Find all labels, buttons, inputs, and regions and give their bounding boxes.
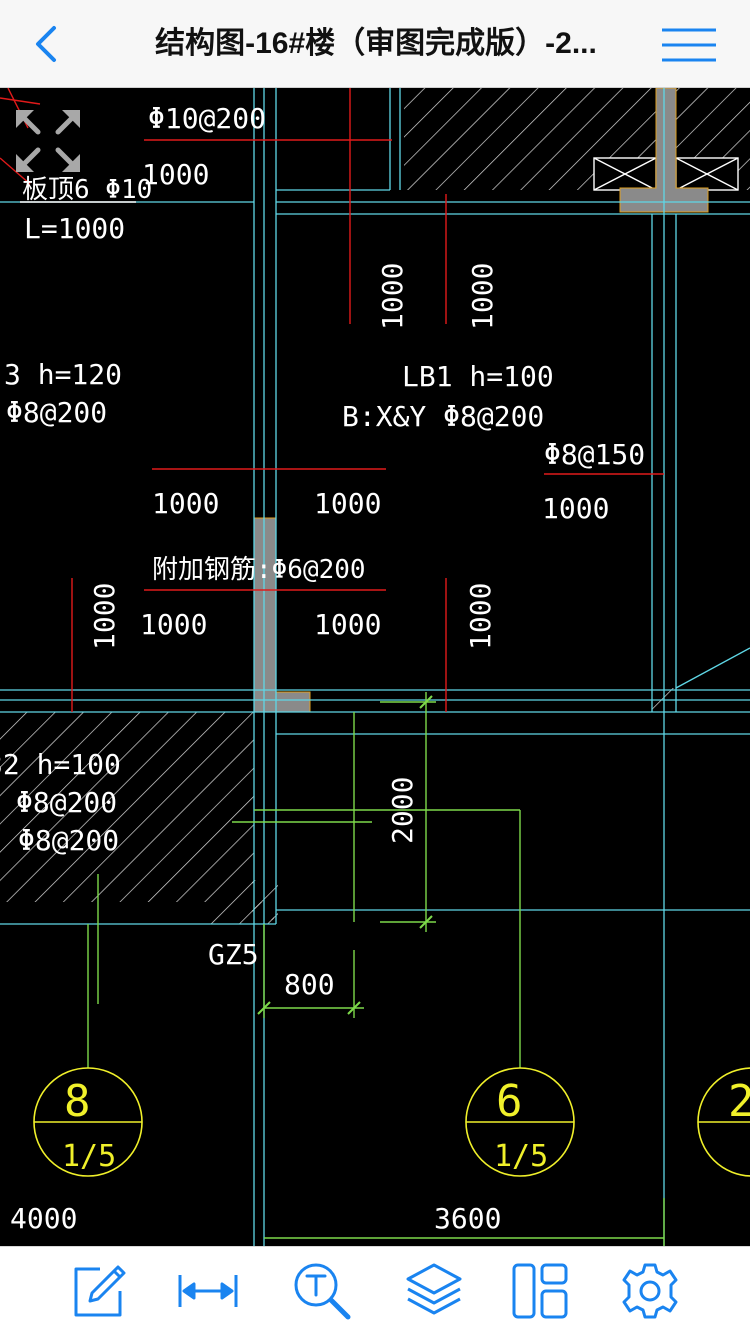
label-slab-lb1-rebar: B:X&Y Φ8@200	[342, 400, 544, 433]
axis-label-2: 2	[728, 1076, 750, 1127]
label-slab-b2-h: 32 h=100	[0, 748, 121, 781]
label-board-top: 板顶6 Φ10	[22, 175, 152, 205]
label-right-len: 1000	[542, 492, 609, 525]
edit-icon	[74, 1265, 126, 1317]
cad-drawing[interactable]: Φ10@200 1000 板顶6 Φ10 L=1000 1000 1000 3 …	[0, 88, 750, 1246]
expand-arrows-icon	[16, 110, 80, 172]
label-low-len-2: 1000	[314, 608, 381, 641]
hatch-small-2	[210, 902, 274, 924]
label-vlen-2: 1000	[466, 263, 499, 330]
edit-button[interactable]	[68, 1261, 128, 1321]
measure-button[interactable]	[178, 1261, 238, 1321]
axis-bubble-2	[697, 1067, 750, 1177]
page-title: 结构图-16#楼（审图完成版）-2...	[155, 27, 597, 60]
label-mid-len-2: 1000	[314, 487, 381, 520]
label-slab-left-h: 3 h=120	[4, 358, 122, 391]
label-dim-800: 800	[284, 968, 335, 1001]
hamburger-menu-icon	[662, 28, 716, 62]
settings-button[interactable]	[620, 1261, 680, 1321]
dimension-lines	[87, 692, 665, 1246]
label-vlen-4: 1000	[464, 583, 497, 650]
label-dim-2000: 2000	[386, 777, 419, 844]
layers-button[interactable]	[404, 1261, 464, 1321]
wall-lines	[0, 88, 750, 1246]
text-search-button[interactable]	[292, 1261, 352, 1321]
label-top-len: 1000	[142, 158, 209, 191]
fullscreen-button[interactable]	[14, 108, 82, 174]
label-dim-3600: 3600	[434, 1202, 501, 1235]
nav-bar: 结构图-16#楼（审图完成版）-2...	[0, 0, 750, 88]
label-extra-rebar: 附加钢筋:Φ6@200	[152, 555, 366, 585]
label-vlen-3: 1000	[88, 583, 121, 650]
axis-sublabel-6: 1/5	[494, 1139, 548, 1174]
menu-button[interactable]	[658, 22, 720, 68]
chevron-left-icon	[36, 26, 56, 62]
label-vlen-1: 1000	[376, 263, 409, 330]
settings-gear-icon	[622, 1263, 678, 1319]
layout-button[interactable]	[510, 1261, 570, 1321]
label-board-len: L=1000	[24, 212, 125, 245]
label-slab-lb1-h: LB1 h=100	[402, 360, 554, 393]
axis-label-8: 8	[64, 1076, 91, 1127]
layout-icon	[512, 1263, 568, 1319]
label-gz5: GZ5	[208, 938, 259, 971]
label-top-rebar: Φ10@200	[148, 102, 266, 135]
axis-bubble-6	[465, 1067, 575, 1177]
rebar-lines	[0, 88, 664, 712]
hatch-bottom-left	[0, 712, 254, 902]
layers-icon	[406, 1263, 462, 1315]
measure-icon	[178, 1275, 238, 1307]
axis-sublabel-8: 1/5	[62, 1139, 116, 1174]
label-low-len-1: 1000	[140, 608, 207, 641]
axis-bubble-8	[33, 1067, 143, 1177]
label-dim-4000: 4000	[10, 1202, 77, 1235]
label-mid-len-1: 1000	[152, 487, 219, 520]
column-mid	[253, 517, 311, 713]
label-slab-b2-rebar-1: Φ8@200	[16, 786, 117, 819]
cross-box-left	[593, 157, 657, 191]
bottom-toolbar	[0, 1246, 750, 1334]
axis-label-6: 6	[496, 1076, 523, 1127]
label-right-rebar: Φ8@150	[544, 438, 645, 471]
drawing-canvas[interactable]: Φ10@200 1000 板顶6 Φ10 L=1000 1000 1000 3 …	[0, 88, 750, 1246]
back-button[interactable]	[22, 18, 74, 70]
cross-box-right	[675, 157, 739, 191]
label-slab-b2-rebar-2: Φ8@200	[18, 824, 119, 857]
label-slab-left-rebar: Φ8@200	[6, 396, 107, 429]
text-search-icon	[294, 1263, 351, 1320]
